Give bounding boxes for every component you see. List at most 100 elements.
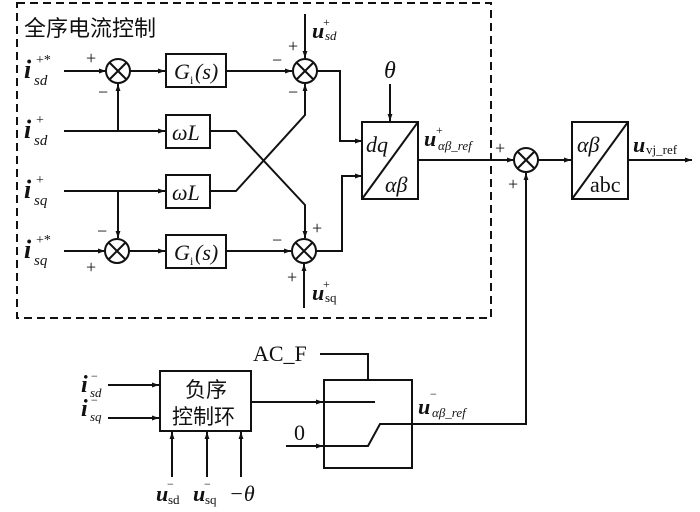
svg-text:sd: sd <box>34 73 48 89</box>
svg-text:G: G <box>174 240 190 265</box>
svg-text:dq: dq <box>366 132 388 157</box>
input-isq-ref-label: i +* sq <box>24 233 51 269</box>
theta-label: θ <box>384 58 396 84</box>
summing-junction-3 <box>104 238 130 264</box>
sign: − <box>97 221 107 241</box>
svg-text:sq: sq <box>205 492 217 507</box>
u-alphabeta-ref-neg-label: u − αβ_ref <box>418 387 468 420</box>
svg-text:sd: sd <box>168 492 180 507</box>
svg-text:sq: sq <box>34 253 48 269</box>
input-isd-label: i + sd <box>24 113 48 149</box>
svg-text:(s): (s) <box>195 240 218 265</box>
summing-junction-5 <box>513 147 539 173</box>
svg-text:i: i <box>81 396 88 422</box>
sign: − <box>288 82 298 102</box>
sign: + <box>86 48 96 68</box>
svg-text:+*: +* <box>36 53 51 68</box>
sign: + <box>288 36 298 56</box>
svg-text:−: − <box>91 393 98 407</box>
wire-q-to-dq <box>316 173 362 252</box>
svg-text:+: + <box>36 173 44 188</box>
svg-text:控制环: 控制环 <box>172 405 235 429</box>
sign: + <box>86 257 96 277</box>
wire-d-to-dq <box>317 70 362 144</box>
svg-text:u: u <box>312 280 324 305</box>
input-isd-neg-label: i − sd <box>81 369 102 400</box>
svg-text:负序: 负序 <box>185 378 227 402</box>
sign: + <box>312 218 322 238</box>
svg-text:αβ: αβ <box>385 172 408 197</box>
svg-text:sq: sq <box>34 193 48 209</box>
svg-text:u: u <box>424 126 436 151</box>
sign: + <box>495 138 505 158</box>
zero-input-label: 0 <box>294 420 305 445</box>
sign: − <box>272 230 282 250</box>
svg-text:G: G <box>174 59 190 84</box>
svg-text:+: + <box>323 15 330 29</box>
svg-text:u: u <box>312 18 324 43</box>
svg-text:i: i <box>24 55 32 84</box>
gi-block-bottom: G i (s) <box>165 234 227 269</box>
dq-to-alphabeta-block: dq αβ <box>361 121 419 200</box>
output-u-vj-ref-label: u vj_ref <box>633 132 678 157</box>
svg-text:+: + <box>436 123 443 137</box>
sign: + <box>287 267 297 287</box>
neg-theta-label: −θ <box>229 481 255 506</box>
wl-block-top: ωL <box>165 114 211 149</box>
wire-ac-f <box>320 353 369 380</box>
svg-text:sd: sd <box>90 385 102 400</box>
svg-text:i: i <box>190 73 194 87</box>
input-isd-ref-label: i +* sd <box>24 53 51 89</box>
usq-neg-label: u − sq <box>193 477 217 507</box>
svg-text:i: i <box>24 235 32 264</box>
svg-text:+: + <box>323 277 330 291</box>
svg-text:abc: abc <box>590 172 621 197</box>
svg-text:u: u <box>418 394 430 419</box>
wire-cross-wl-top <box>210 130 308 238</box>
summing-junction-2 <box>292 58 318 84</box>
svg-text:ωL: ωL <box>172 180 200 205</box>
alphabeta-to-abc-block: αβ abc <box>571 121 629 200</box>
switch-block <box>323 379 413 469</box>
summing-junction-1 <box>105 58 131 84</box>
usd-plus-label: u + sd <box>312 15 337 43</box>
wire-u-ab-ref-neg <box>412 173 529 425</box>
svg-text:vj_ref: vj_ref <box>646 142 678 157</box>
sign: + <box>508 174 518 194</box>
svg-text:(s): (s) <box>195 59 218 84</box>
input-isq-label: i + sq <box>24 173 48 209</box>
svg-text:αβ: αβ <box>577 132 600 157</box>
svg-text:sq: sq <box>90 409 102 424</box>
summing-junction-4 <box>291 238 317 264</box>
svg-text:αβ_ref: αβ_ref <box>432 405 468 420</box>
svg-text:αβ_ref: αβ_ref <box>438 138 474 153</box>
svg-text:−: − <box>91 369 98 383</box>
svg-text:sd: sd <box>34 133 48 149</box>
svg-text:sd: sd <box>325 28 337 43</box>
svg-text:+: + <box>36 113 44 128</box>
usd-neg-label: u − sd <box>156 477 180 507</box>
wl-block-bottom: ωL <box>165 174 211 209</box>
svg-text:u: u <box>156 481 168 506</box>
u-alphabeta-ref-plus-label: u + αβ_ref <box>424 123 474 153</box>
sign: − <box>98 82 108 102</box>
svg-text:−: − <box>204 477 211 491</box>
sign: − <box>272 50 282 70</box>
svg-text:sq: sq <box>325 290 337 305</box>
svg-text:u: u <box>633 132 645 157</box>
svg-text:+*: +* <box>36 233 51 248</box>
input-isq-neg-label: i − sq <box>81 393 102 424</box>
svg-text:u: u <box>193 481 205 506</box>
svg-text:i: i <box>81 372 88 398</box>
svg-text:−: − <box>167 477 174 491</box>
svg-text:i: i <box>24 115 32 144</box>
full-sequence-title: 全序电流控制 <box>24 17 156 42</box>
usq-plus-label: u + sq <box>312 277 337 305</box>
negative-sequence-control-block: 负序 控制环 <box>159 370 252 432</box>
ac-f-label: AC_F <box>253 341 307 366</box>
gi-block-top: G i (s) <box>165 53 227 88</box>
svg-text:i: i <box>190 254 194 268</box>
svg-text:i: i <box>24 175 32 204</box>
svg-text:ωL: ωL <box>172 120 200 145</box>
